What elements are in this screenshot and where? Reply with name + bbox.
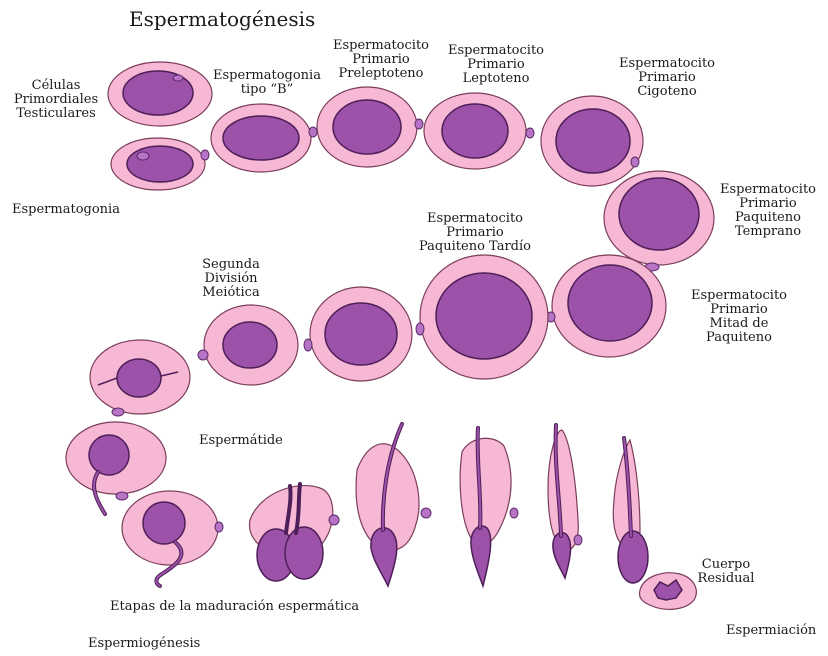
label-paquiteno-temprano: Espermatocito Primario Paquiteno Tempran… xyxy=(712,183,824,239)
leptotene-spermatocyte xyxy=(424,93,534,169)
label-line: Residual xyxy=(690,572,762,586)
spermatogonia-cell xyxy=(111,138,209,190)
label-leptoteno: Espermatocito Primario Leptoteno xyxy=(440,44,552,86)
spermatid-3 xyxy=(122,491,223,586)
label-line: Primario xyxy=(611,71,723,85)
label-line: Espermatocito xyxy=(409,212,541,226)
label-line: Primario xyxy=(409,226,541,240)
primordial-germ-cell xyxy=(108,62,212,126)
label-line: Temprano xyxy=(712,225,824,239)
label-line: Cuerpo xyxy=(690,558,762,572)
zygotene-spermatocyte xyxy=(541,96,643,186)
maturing-spermatid-1 xyxy=(249,484,339,581)
label-line: tipo “B” xyxy=(206,83,328,97)
label-line: Espermatocito xyxy=(712,183,824,197)
label-line: Primario xyxy=(712,197,824,211)
label-cuerpo-residual: Cuerpo Residual xyxy=(690,558,762,586)
label-line: Cigoteno xyxy=(611,85,723,99)
label-cigoteno: Espermatocito Primario Cigoteno xyxy=(611,57,723,99)
second-meiotic-division-cell xyxy=(198,305,298,385)
label-line: Mitad de xyxy=(683,317,795,331)
spermatid-1 xyxy=(90,340,190,416)
label-line: Leptoteno xyxy=(440,72,552,86)
label-line: Espermatocito xyxy=(325,39,437,53)
label-line: Segunda xyxy=(190,258,272,272)
label-line: Primordiales xyxy=(10,93,102,107)
mid-pachytene-spermatocyte xyxy=(547,255,666,357)
label-espermatogonia: Espermatogonia xyxy=(12,203,120,217)
label-line: Testiculares xyxy=(10,107,102,121)
maturing-spermatid-2 xyxy=(356,424,431,586)
label-line: Espermatocito xyxy=(440,44,552,58)
label-line: Primario xyxy=(325,53,437,67)
label-etapas-maduracion: Etapas de la maduración espermática xyxy=(110,600,359,614)
label-line: Primario xyxy=(683,303,795,317)
label-preleptoteno: Espermatocito Primario Preleptoteno xyxy=(325,39,437,81)
label-espermiogenesis: Espermiogénesis xyxy=(88,637,200,651)
label-celulas-primordiales: Células Primordiales Testiculares xyxy=(10,79,102,121)
label-line: Espermatocito xyxy=(611,57,723,71)
label-line: Espermatogonia xyxy=(206,69,328,83)
label-espermatide: Espermátide xyxy=(199,434,283,448)
preleptotene-spermatocyte xyxy=(317,87,423,167)
label-segunda-division: Segunda División Meiótica xyxy=(190,258,272,300)
spermatogonia-type-b-cell xyxy=(211,104,317,172)
label-line: Preleptoteno xyxy=(325,67,437,81)
residual-body xyxy=(640,573,697,610)
label-line: Espermatocito xyxy=(683,289,795,303)
label-espermatogonia-b: Espermatogonia tipo “B” xyxy=(206,69,328,97)
diagram-title: Espermatogénesis xyxy=(129,8,315,30)
pachytene-spermatocyte xyxy=(304,287,412,381)
label-line: División xyxy=(190,272,272,286)
label-mitad-paquiteno: Espermatocito Primario Mitad de Paquiten… xyxy=(683,289,795,345)
maturing-spermatid-5 xyxy=(613,438,648,583)
label-espermiacion: Espermiación xyxy=(726,624,816,638)
label-line: Paquiteno Tardío xyxy=(409,240,541,254)
maturing-spermatid-4 xyxy=(548,425,582,578)
late-pachytene-spermatocyte xyxy=(416,255,548,379)
maturing-spermatid-3 xyxy=(460,428,518,586)
label-line: Meiótica xyxy=(190,286,272,300)
label-line: Paquiteno xyxy=(683,331,795,345)
label-line: Células xyxy=(10,79,102,93)
label-paquiteno-tardio: Espermatocito Primario Paquiteno Tardío xyxy=(409,212,541,254)
label-line: Paquiteno xyxy=(712,211,824,225)
label-line: Primario xyxy=(440,58,552,72)
